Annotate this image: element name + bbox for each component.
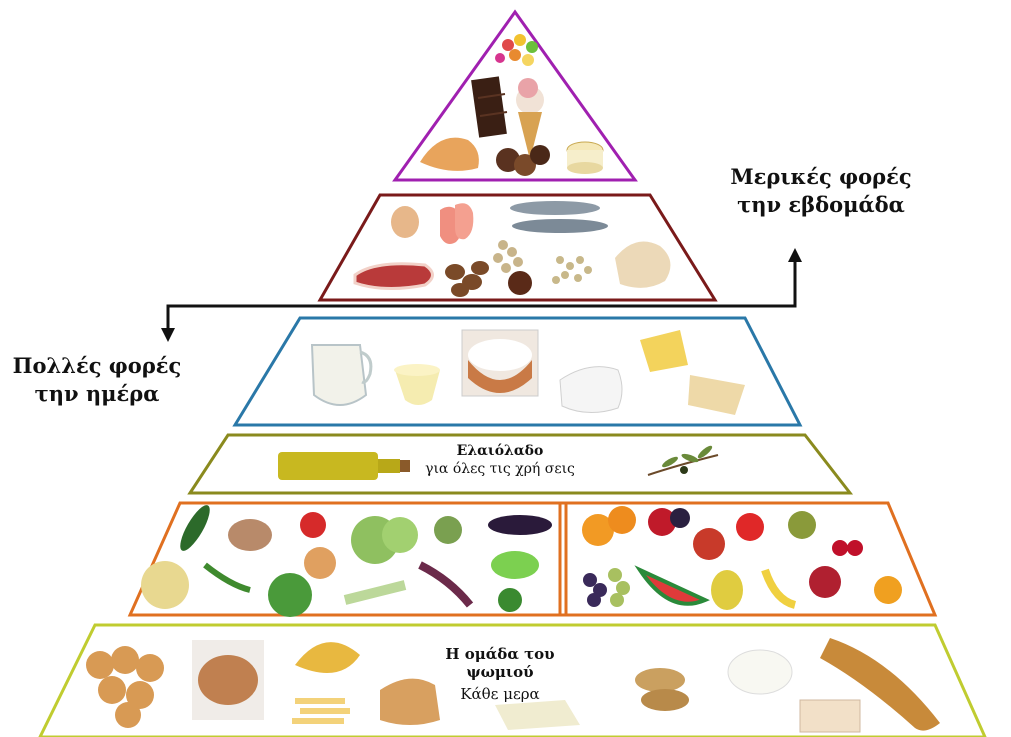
bread-group-subtitle: Κάθε μερα (415, 685, 585, 703)
label-week-line1: Μερικές φορές (716, 163, 926, 191)
day-arrow-head (161, 328, 175, 342)
tier-protein (320, 195, 715, 300)
olive-oil-label: Ελαιόλαδο για όλες τις χρή σεις (420, 443, 580, 477)
tier-dairy (235, 318, 800, 425)
olive-oil-title: Ελαιόλαδο (420, 443, 580, 459)
week-arrow-head (788, 248, 802, 262)
bread-group-title: Η ομάδα του ψωμιού (415, 645, 585, 681)
label-sometimes-per-week: Μερικές φορές την εβδομάδα (716, 163, 926, 220)
label-week-line2: την εβδομάδα (716, 191, 926, 219)
tier-sweets (395, 12, 635, 180)
olive-oil-subtitle: για όλες τις χρή σεις (420, 461, 580, 477)
tier-fruit-veg (130, 501, 935, 617)
label-day-line1: Πολλές φορές (2, 352, 192, 380)
label-many-times-per-day: Πολλές φορές την ημέρα (2, 352, 192, 409)
bread-group-label: Η ομάδα του ψωμιού Κάθε μερα (415, 645, 585, 703)
label-day-line2: την ημέρα (2, 380, 192, 408)
